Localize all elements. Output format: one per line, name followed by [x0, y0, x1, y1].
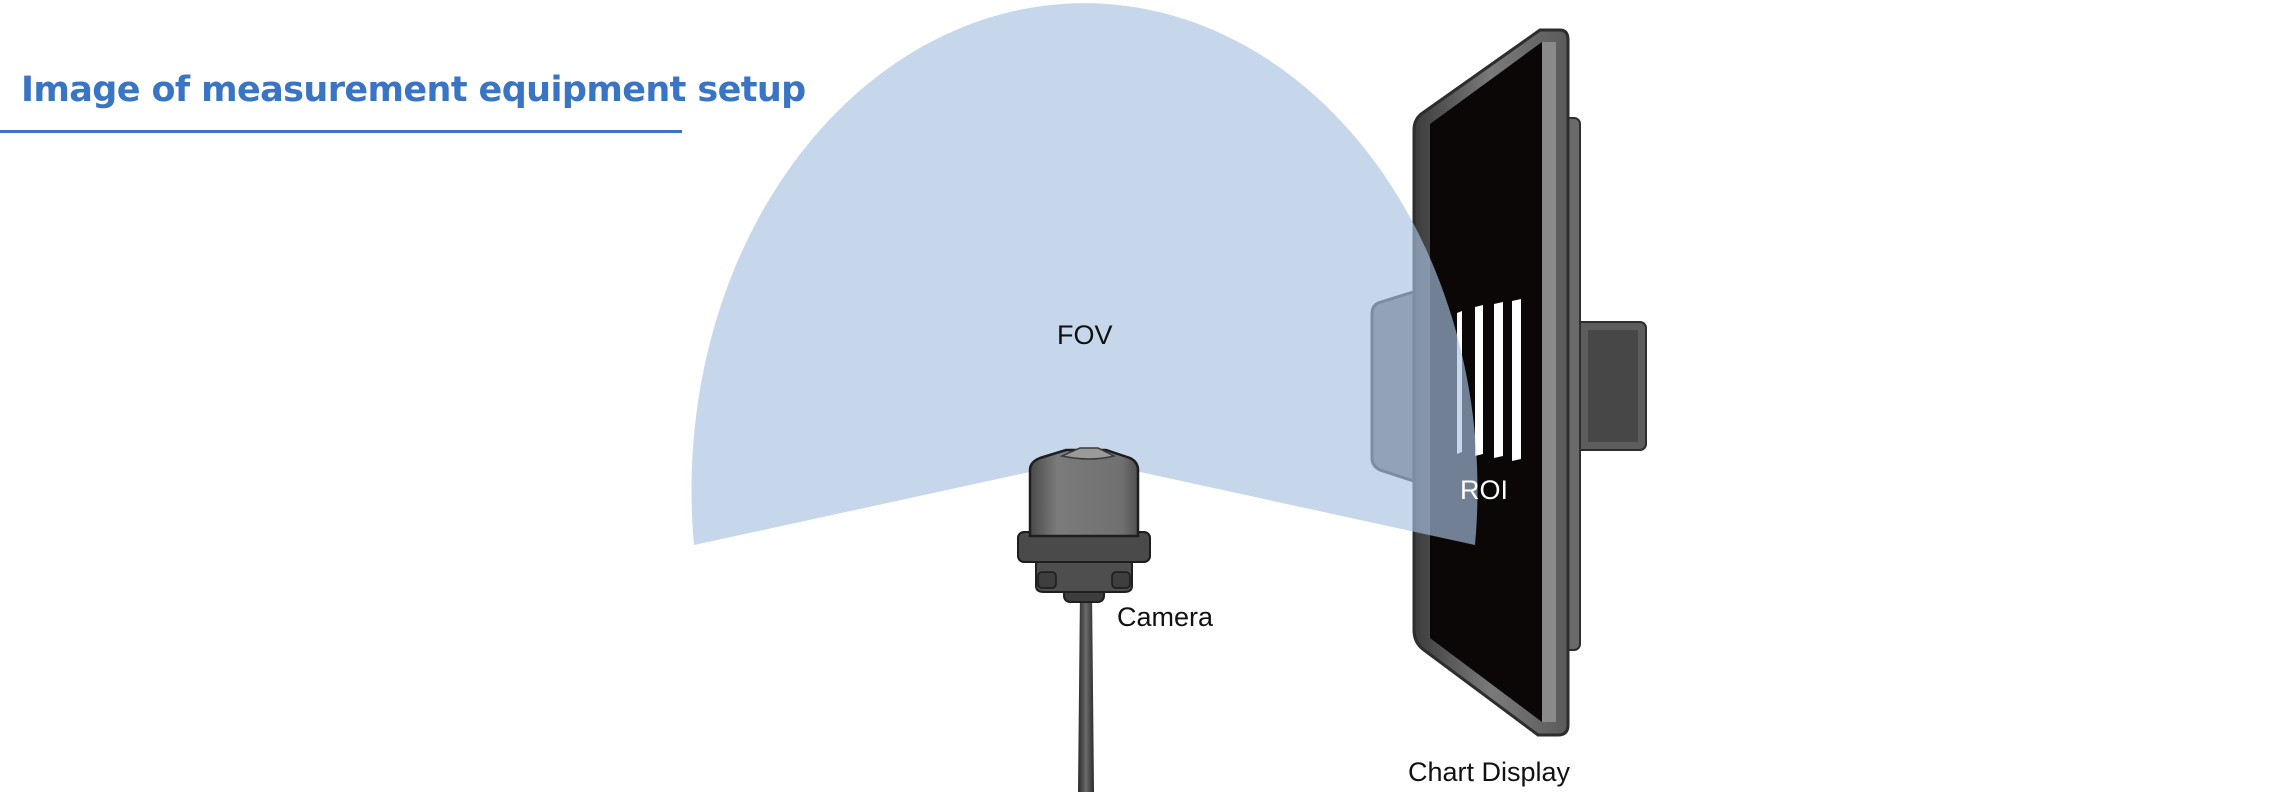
display-edge — [1542, 42, 1556, 722]
camera-lens — [1059, 447, 1117, 460]
display-screen — [1430, 42, 1542, 722]
title-underline — [0, 130, 682, 133]
fov-label: FOV — [1057, 320, 1113, 350]
camera — [1017, 447, 1151, 792]
camera-body — [1028, 448, 1140, 538]
camera-cable — [1078, 590, 1094, 792]
roi-label: ROI — [1460, 475, 1508, 505]
camera-foot-right — [1111, 571, 1131, 589]
chart-display-label: Chart Display — [1408, 757, 1571, 787]
camera-foot-left — [1037, 571, 1057, 589]
camera-label: Camera — [1117, 602, 1214, 632]
page-title: Image of measurement equipment setup — [21, 70, 806, 110]
display-rear-mount-face — [1588, 330, 1638, 442]
camera-base — [1035, 559, 1133, 593]
fov-sector — [691, 3, 1478, 546]
